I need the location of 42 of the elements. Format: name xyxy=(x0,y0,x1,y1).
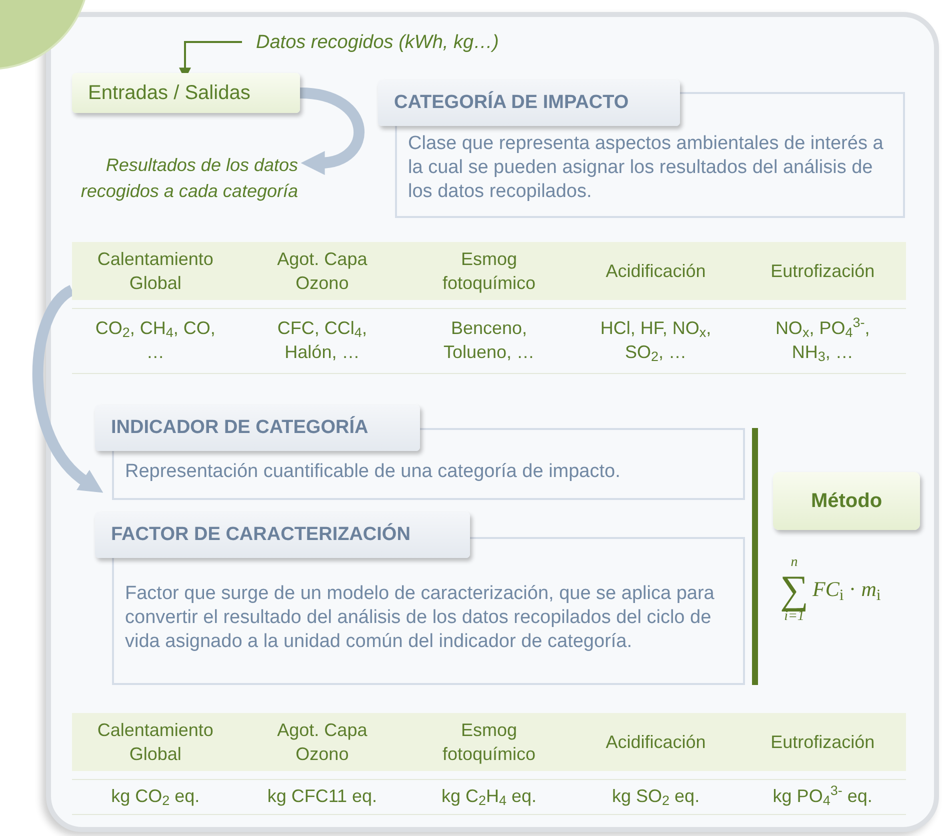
input-output-box xyxy=(72,73,300,113)
box-label: Entradas / Salidas xyxy=(88,81,250,106)
table-cell-text: CO$_{2}$, CH$_{4}$, CO, … xyxy=(94,316,216,364)
definition-panel xyxy=(95,512,745,685)
panel-body: Clase que representa aspectos ambientales de interés a la cual se pueden asignar los resultados del análisis de los datos recopilados. xyxy=(408,132,884,204)
table-cell: kg PO$_{4}$$^{3-}$ eq. xyxy=(772,784,872,808)
definition-panel xyxy=(378,80,905,218)
panel-body: Representación cuantificable de una categoría de impacto. xyxy=(125,460,620,484)
data-table xyxy=(72,242,906,374)
panel-heading: FACTOR DE CARACTERIZACIÓN xyxy=(111,522,410,547)
table-cell-text: kg C$_{2}$H$_{4}$ eq. xyxy=(441,784,537,808)
column-header: Esmog fotoquímico xyxy=(441,719,537,766)
table-cell-text: NO$_{x}$, PO$_{4}$$^{3-}$, NH$_{3}$, … xyxy=(774,316,871,364)
formula-term: FC$_{i}$ · m$_{i}$ xyxy=(812,576,881,606)
column-header: Acidificación xyxy=(606,731,706,754)
method-box xyxy=(773,472,920,530)
definition-panel xyxy=(95,405,745,500)
column-header: Agot. Capa Ozono xyxy=(276,719,368,766)
column-header: Calentamiento Global xyxy=(96,248,214,295)
table-cell-text: kg CO$_{2}$ eq. xyxy=(111,784,200,808)
table-cell-text: Benceno, Tolueno, … xyxy=(442,316,536,364)
curved-arrow xyxy=(300,88,364,174)
table-cell-text: HCl, HF, NO$_{x}$, SO$_{2}$, … xyxy=(599,316,712,364)
column-header: Esmog fotoquímico xyxy=(441,248,537,295)
column-header: Acidificación xyxy=(606,260,706,283)
panel-heading: INDICADOR DE CATEGORÍA xyxy=(111,415,368,440)
panel-heading: CATEGORÍA DE IMPACTO xyxy=(394,90,629,115)
summation-sign: ∑ xyxy=(780,570,809,610)
data-table xyxy=(72,713,906,815)
column-header: Eutrofización xyxy=(770,260,875,283)
note-text: Resultados de los datos recogidos a cada categoría xyxy=(80,154,298,203)
note-text: Datos recogidos (kWh, kg…) xyxy=(256,30,499,55)
formula-upper-limit: n xyxy=(790,556,798,570)
column-header: Calentamiento Global xyxy=(96,719,214,766)
table-cell-text: kg SO$_{2}$ eq. xyxy=(612,784,700,808)
curved-arrow xyxy=(32,286,102,495)
box-label: Método xyxy=(810,489,882,514)
panel-body: Factor que surge de un modelo de caracterización, que se aplica para convertir el resultado del análisis de los datos recopilados del ciclo de vida asignado a la unidad común del indicador de categoría. xyxy=(125,582,716,654)
table-cell-text: CFC, CCl$_{4}$, Halón, … xyxy=(276,316,368,364)
column-header: Eutrofización xyxy=(770,731,875,754)
table-cell-text: kg CFC11 eq. xyxy=(267,784,378,808)
column-header: Agot. Capa Ozono xyxy=(276,248,368,295)
